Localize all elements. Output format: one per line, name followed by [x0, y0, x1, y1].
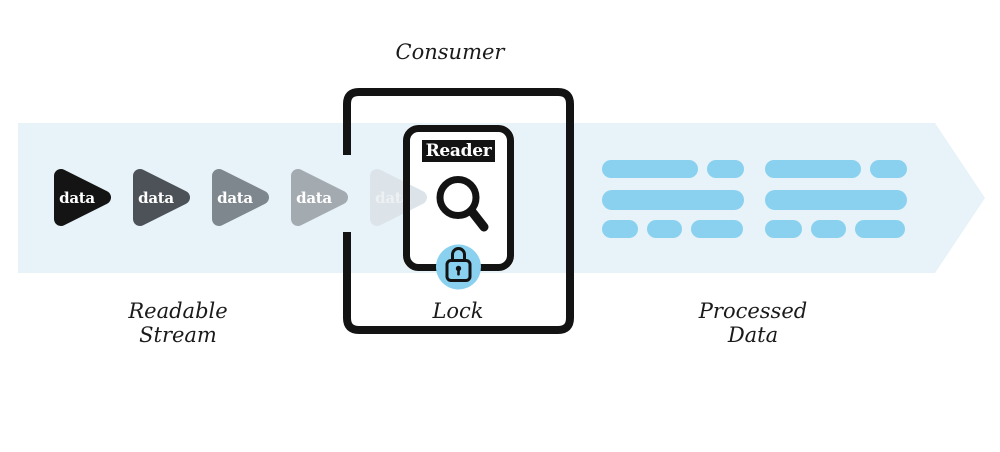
processed-bar	[602, 190, 744, 210]
readable-stream-label-line2: Stream	[139, 323, 217, 347]
reader-label: Reader	[421, 140, 496, 162]
data-chunk-label: data	[217, 188, 253, 207]
processed-bar	[707, 160, 744, 178]
processed-data-label: Processed Data	[633, 299, 873, 347]
processed-bar	[602, 220, 638, 238]
data-chunk-triangle	[54, 169, 111, 226]
data-chunk-label: data	[59, 188, 95, 207]
readable-stream-label-line1: Readable	[128, 299, 228, 323]
processed-bar	[855, 220, 905, 238]
processed-bar	[765, 160, 861, 178]
data-chunk-triangle	[212, 169, 269, 226]
data-chunk-4: data	[288, 167, 352, 228]
lock-icon	[436, 244, 481, 290]
data-chunk-1: data	[51, 167, 115, 228]
data-chunk-label: data	[296, 188, 332, 207]
processed-bar	[765, 190, 907, 210]
consumer-label: Consumer	[395, 40, 505, 64]
lock-label: Lock	[432, 299, 484, 323]
consumer-box-outline	[343, 88, 574, 334]
data-chunk-5: data	[367, 167, 431, 228]
data-chunk-2: data	[130, 167, 194, 228]
processed-bar	[647, 220, 682, 238]
data-chunk-label: data	[138, 188, 174, 207]
processed-bar	[765, 220, 802, 238]
processed-bar	[691, 220, 743, 238]
reader-label-wrap: Reader	[403, 140, 514, 162]
data-chunk-3: data	[209, 167, 273, 228]
data-chunk-triangle	[133, 169, 190, 226]
processed-bar	[602, 160, 698, 178]
data-chunk-triangle	[291, 169, 348, 226]
processed-data-label-line2: Data	[727, 323, 779, 347]
magnifier-icon	[436, 176, 489, 232]
data-chunk-triangle	[370, 169, 427, 226]
readable-stream-label: Readable Stream	[58, 299, 298, 347]
processed-bar	[870, 160, 907, 178]
processed-bar	[811, 220, 846, 238]
data-chunk-label: data	[375, 188, 411, 207]
processed-data-label-line1: Processed	[698, 299, 808, 323]
